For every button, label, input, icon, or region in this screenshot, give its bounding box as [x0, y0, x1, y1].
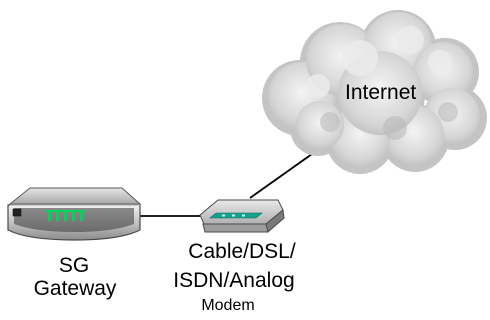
gateway-label-line2: Gateway — [33, 277, 117, 300]
modem-device-icon — [199, 199, 285, 233]
gateway-device-icon — [7, 187, 142, 241]
internet-cloud-icon — [262, 10, 487, 174]
modem-label-line1: Cable/DSL/ — [188, 240, 296, 263]
gateway-label-line1: SG — [58, 254, 90, 277]
modem-label-line3: Modem — [201, 297, 255, 314]
modem-label-line2: ISDN/Analog — [173, 269, 295, 292]
internet-label: Internet — [345, 81, 417, 104]
link-modem-internet — [249, 153, 313, 199]
gateway-status-lights — [46, 210, 85, 221]
